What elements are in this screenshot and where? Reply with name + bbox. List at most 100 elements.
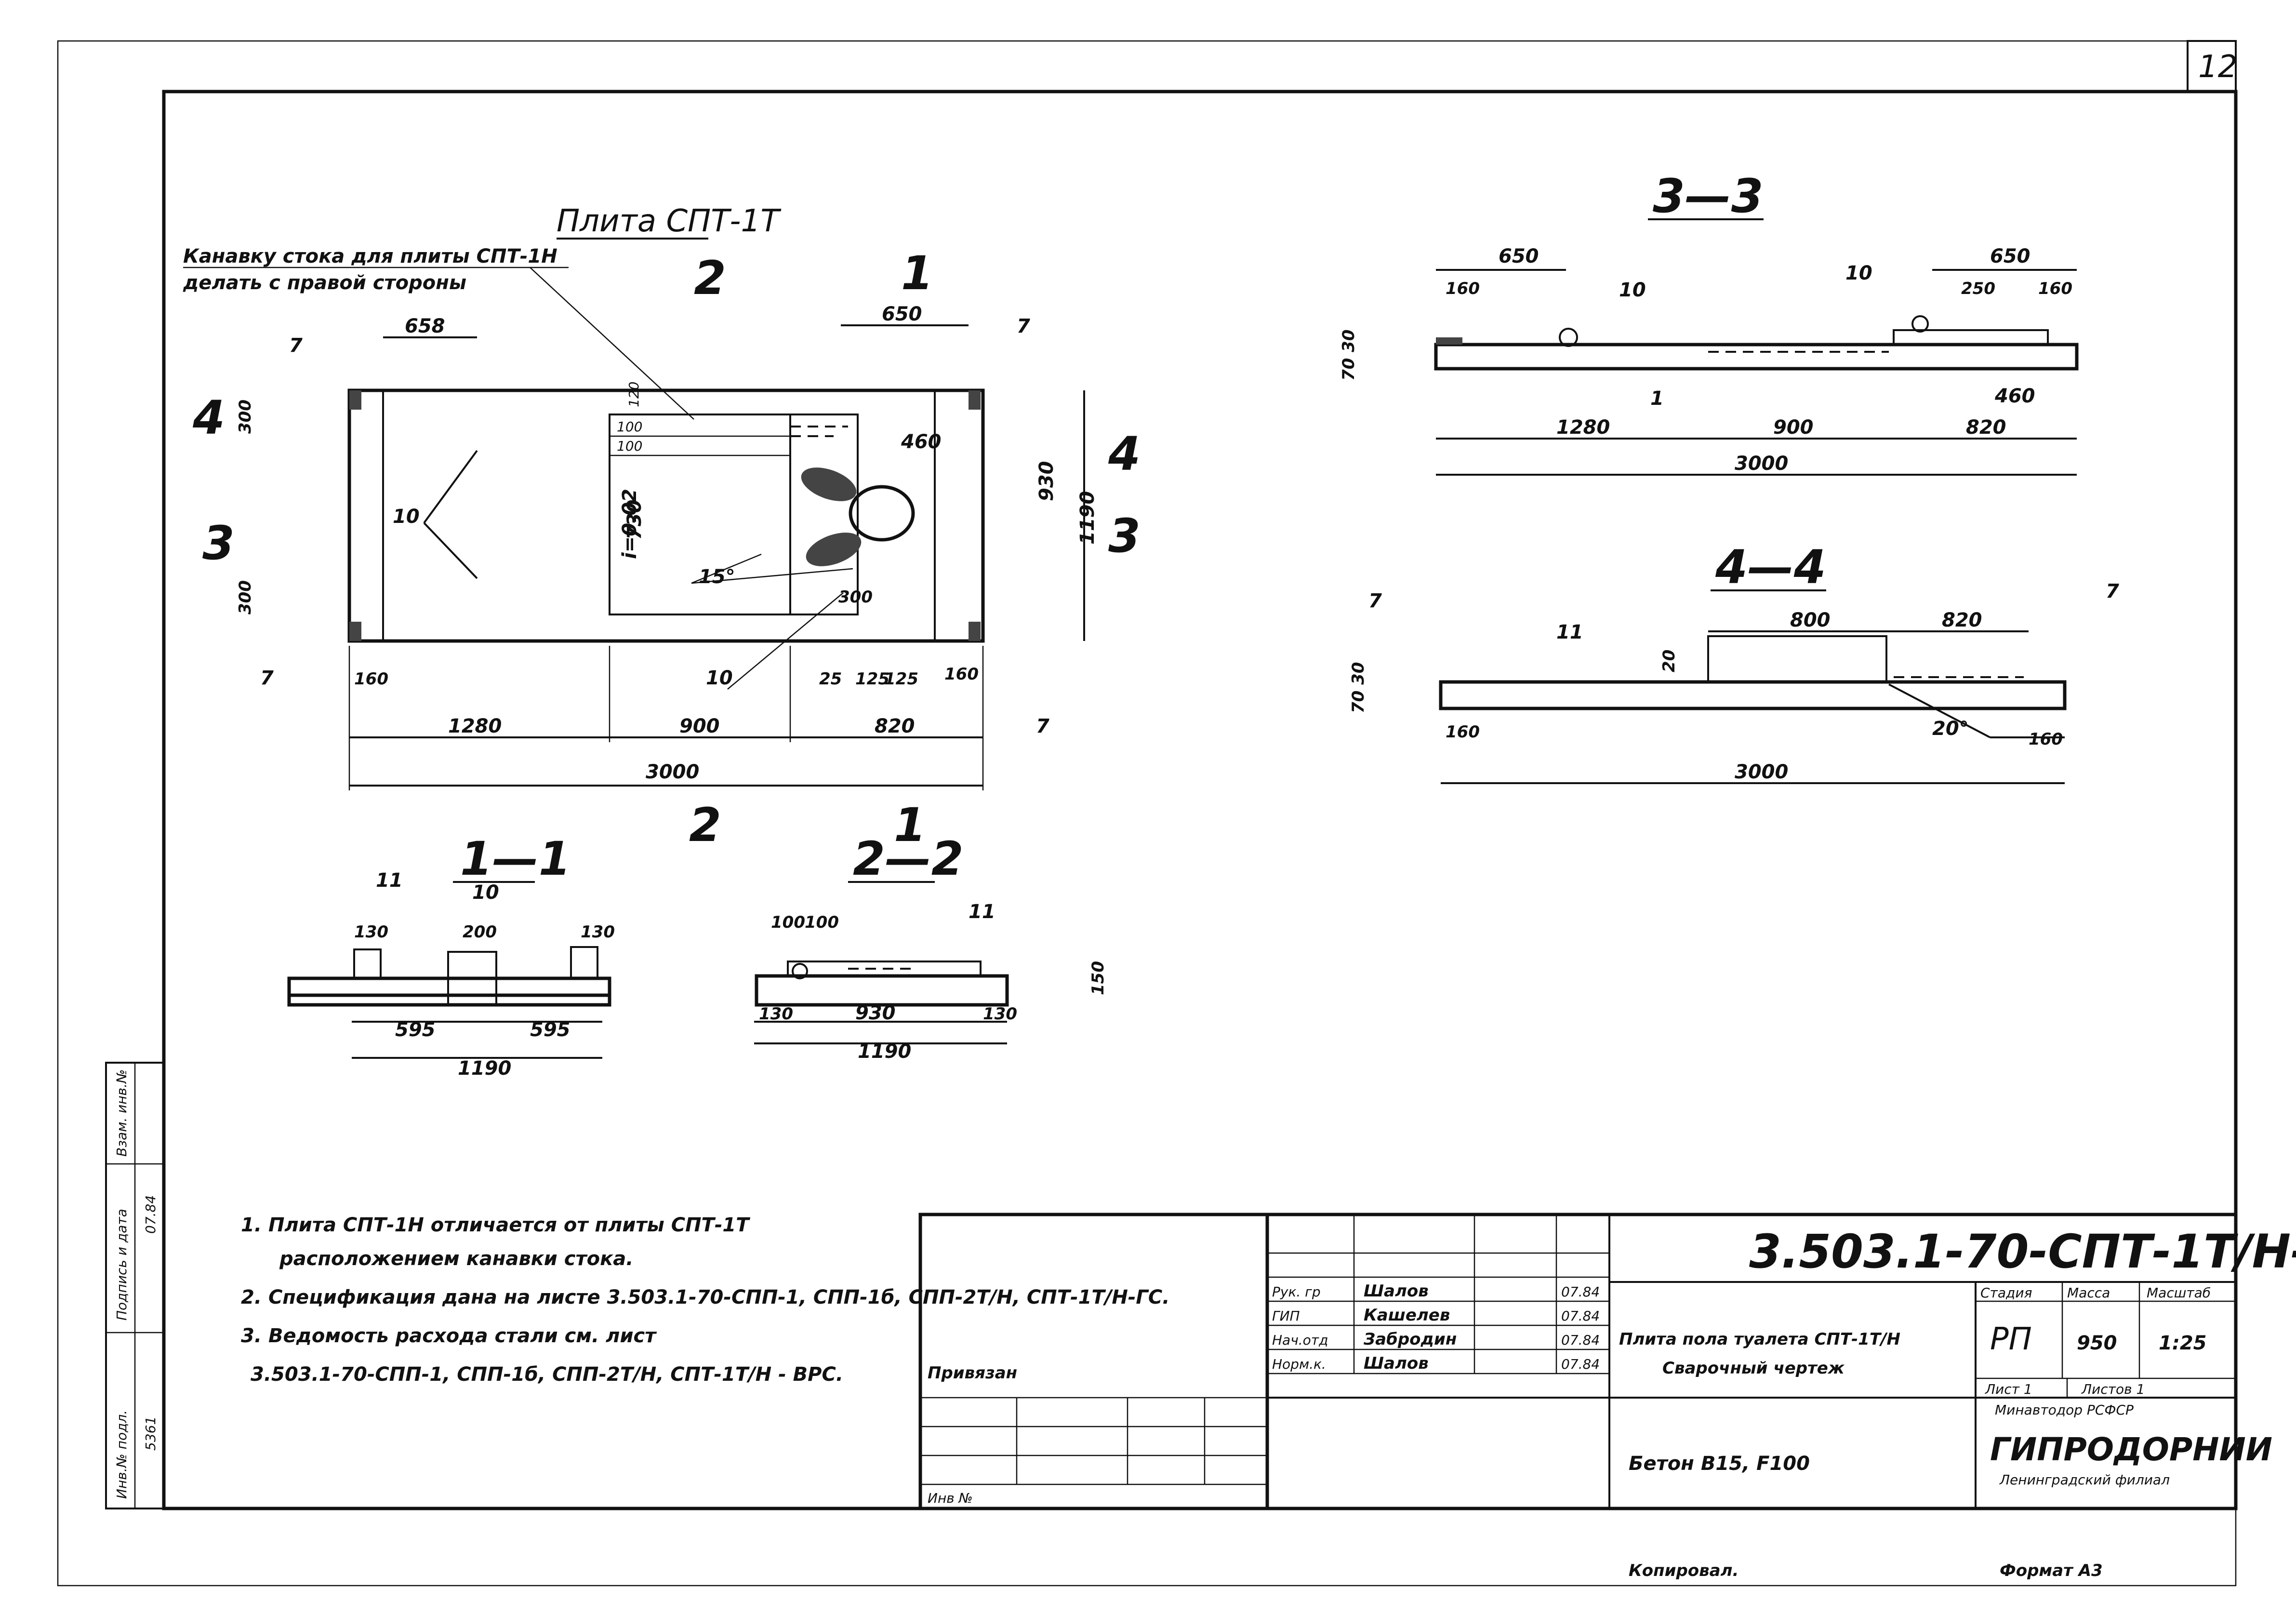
- s22-dim-930: 930: [855, 1002, 896, 1024]
- section-1-1-title: 1—1: [460, 832, 571, 886]
- s11-dim-1190: 1190: [458, 1057, 511, 1080]
- s44-mark-7b: 7: [2106, 580, 2119, 602]
- s22-mark-11: 11: [969, 901, 995, 923]
- plan-mark-7c: 7: [1017, 315, 1030, 337]
- s33-dim-820: 820: [1966, 416, 2006, 439]
- tb-title-2: Сварочный чертеж: [1662, 1359, 1845, 1378]
- tb-org-2: ГИПРОДОРНИИ: [1990, 1431, 2272, 1468]
- tb-scale-header: Масштаб: [2147, 1285, 2211, 1301]
- s33-mark-10b: 10: [1845, 262, 1872, 284]
- plan-dim-820: 820: [875, 715, 915, 737]
- sheet-number: 12: [2198, 49, 2237, 85]
- section-3-3-title: 3—3: [1653, 169, 1764, 223]
- section-4-4: 4—4 20° 3000 800 820 160 160 7 7 11 20 7…: [1349, 540, 2119, 784]
- plan-dim-460: 460: [901, 431, 942, 453]
- s33-dim-250: 250: [1961, 279, 1995, 298]
- tb-title-1: Плита пола туалета СПТ-1Т/Н: [1619, 1330, 1900, 1349]
- s33-dim-160b: 160: [2038, 279, 2072, 298]
- s44-mark-11: 11: [1556, 621, 1583, 643]
- side-stamp: Взам. инв.№ Подпись и дата 07.84 Инв.№ п…: [105, 1062, 165, 1509]
- plan-dim-25: 25: [819, 669, 842, 689]
- footer-copied: Копировал.: [1629, 1561, 1739, 1580]
- notes: 1. Плита СПТ-1Н отличается от плиты СПТ-…: [241, 1214, 1169, 1386]
- inv-no-label: Инв №: [928, 1490, 973, 1506]
- s11-mark-11: 11: [376, 869, 403, 892]
- staff-date-0: 07.84: [1561, 1284, 1600, 1300]
- sheet-number-box: 12: [2187, 40, 2237, 93]
- s33-dim-460: 460: [1994, 385, 2035, 407]
- plan-title: Плита СПТ-1Т: [557, 203, 782, 239]
- tb-org-3: Ленинградский филиал: [1999, 1472, 2170, 1488]
- plan-note-line1: Канавку стока для плиты СПТ-1Н: [183, 245, 557, 267]
- s11-dim-595b: 595: [530, 1019, 571, 1041]
- tb-scale: 1:25: [2159, 1332, 2207, 1354]
- s33-dim-7030: 70 30: [1339, 330, 1358, 381]
- plan-dim-300c: 300: [838, 587, 873, 607]
- s11-dim-595a: 595: [395, 1019, 436, 1041]
- staff-role-0: Рук. гр: [1272, 1284, 1321, 1300]
- plan-dim-730: 730: [624, 500, 646, 540]
- plan-dim-120: 120: [626, 382, 642, 407]
- plan-mark-4b: 4: [1108, 427, 1141, 481]
- plan-dim-1190: 1190: [1076, 491, 1099, 545]
- s44-angle: 20°: [1932, 718, 1969, 740]
- plan-dim-125b: 125: [884, 669, 918, 689]
- note-3b: 3.503.1-70-СПП-1, СПП-1б, СПП-2Т/Н, СПТ-…: [251, 1363, 843, 1386]
- plan-mark-7a: 7: [289, 334, 303, 357]
- s44-dim-3000: 3000: [1735, 761, 1788, 783]
- plan-note-line2: делать с правой стороны: [183, 272, 466, 294]
- s33-dim-900: 900: [1773, 416, 1814, 439]
- section-4-4-title: 4—4: [1715, 540, 1826, 594]
- drawing-code: 3.503.1-70-СПТ-1Т/Н-СБ: [1749, 1225, 2296, 1279]
- tb-stage-header: Стадия: [1980, 1285, 2032, 1301]
- plan-dim-650: 650: [882, 303, 922, 325]
- plan-dim-3000: 3000: [646, 761, 699, 783]
- plan-dim-658: 658: [405, 315, 445, 337]
- plan-dim-160a: 160: [354, 669, 388, 689]
- s22-dim-130b: 130: [983, 1004, 1017, 1024]
- tb-material: Бетон В15, F100: [1629, 1453, 1810, 1475]
- plan-dim-300b: 300: [236, 580, 255, 614]
- tb-mass-header: Масса: [2067, 1285, 2110, 1301]
- plan-dim-100b: 100: [617, 438, 642, 454]
- plan-mark-7b: 7: [260, 667, 274, 689]
- s11-dim-200: 200: [463, 922, 497, 942]
- footer-format: Формат А3: [2000, 1561, 2103, 1580]
- s44-dim-160b: 160: [2029, 730, 2063, 749]
- section-2-2-title: 2—2: [853, 832, 964, 886]
- plan-dim-160b: 160: [944, 665, 979, 684]
- plan-dim-125a: 125: [855, 669, 889, 689]
- title-block: 3.503.1-70-СПТ-1Т/Н-СБ Стадия Масса Масш…: [918, 1213, 2296, 1510]
- plan-mark-3a: 3: [202, 516, 235, 570]
- plan-dim-1280: 1280: [448, 715, 502, 737]
- staff-date-1: 07.84: [1561, 1308, 1600, 1324]
- plan-view: Плита СПТ-1Т Канавку стока для плиты СПТ…: [183, 203, 1141, 852]
- staff-name-3: Шалов: [1364, 1354, 1429, 1373]
- s44-dim-800: 800: [1790, 609, 1831, 631]
- s33-dim-3000: 3000: [1735, 453, 1788, 475]
- s22-dim-150: 150: [1088, 961, 1108, 995]
- section-3-3: 3—3 1280 900 820 3000 650 650 460 250 16…: [1339, 169, 2079, 476]
- plan-mark-7d: 7: [1036, 715, 1049, 737]
- note-2: 2. Спецификация дана на листе 3.503.1-70…: [241, 1286, 1169, 1308]
- s11-dim-130a: 130: [354, 922, 388, 942]
- s22-dim-130a: 130: [759, 1004, 793, 1024]
- staff-role-2: Нач.отд: [1272, 1332, 1328, 1348]
- staff-date-2: 07.84: [1561, 1332, 1600, 1348]
- s44-dim-160a: 160: [1446, 722, 1480, 742]
- staff-table: Рук. гр Шалов 07.84 ГИП Кашелев 07.84 На…: [1267, 1215, 1609, 1375]
- s11-mark-10: 10: [472, 881, 499, 904]
- plan-dim-100a: 100: [617, 419, 642, 435]
- side-inv-podl: Инв.№ подл.: [114, 1410, 130, 1499]
- s44-dim-820: 820: [1942, 609, 1982, 631]
- side-podpis: Подпись и дата: [114, 1209, 130, 1321]
- plan-angle-label: 15°: [699, 566, 735, 588]
- plan-mark-4a: 4: [192, 391, 225, 445]
- plan-mark-3b: 3: [1108, 509, 1141, 563]
- tb-org-1: Минавтодор РСФСР: [1995, 1402, 2134, 1418]
- plan-mark-10b: 10: [706, 667, 733, 689]
- privyazan-block: Привязан Инв №: [920, 1363, 1267, 1506]
- plan-mark-1a: 1: [901, 246, 933, 300]
- plan-mark-2a: 2: [694, 251, 726, 305]
